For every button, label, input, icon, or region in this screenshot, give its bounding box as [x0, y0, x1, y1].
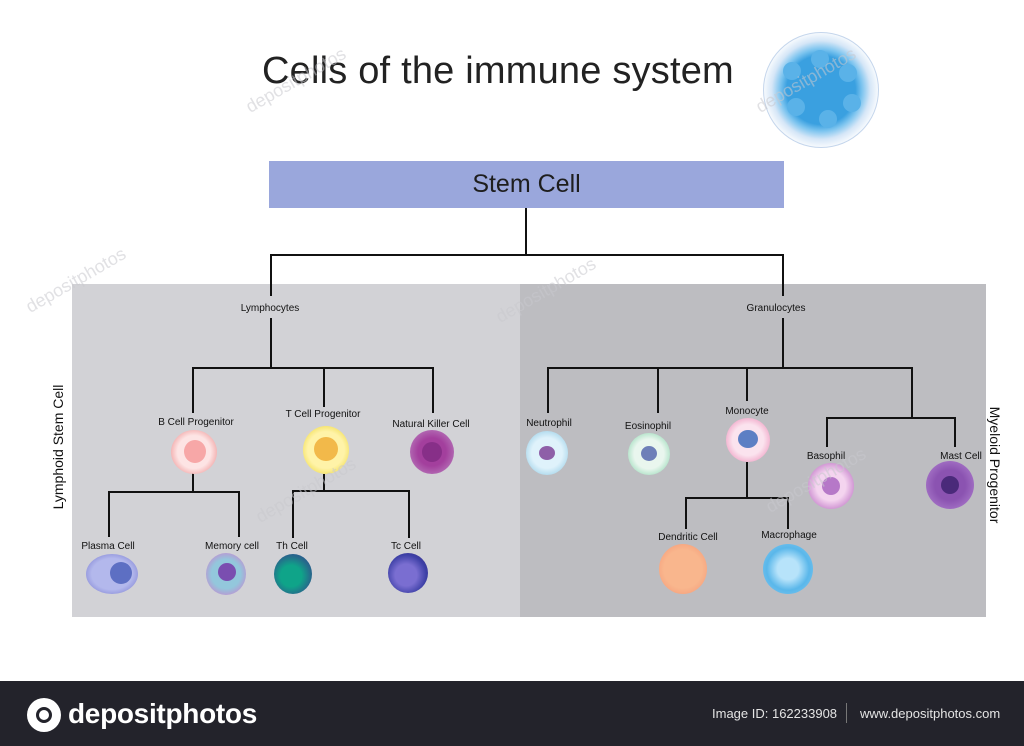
macrophage-label: Macrophage [761, 530, 817, 541]
plasma-cell-nucleus [110, 562, 132, 584]
connector-line [954, 417, 956, 447]
footer-bar [0, 681, 1024, 746]
t-cell-progenitor-nucleus [314, 437, 338, 461]
connector-line [685, 497, 789, 499]
neutrophil-label: Neutrophil [526, 418, 572, 429]
connector-line [826, 417, 956, 419]
natural-killer-cell-label: Natural Killer Cell [392, 419, 470, 430]
connector-line [826, 417, 828, 447]
lymphoid-stem-cell-label: Lymphoid Stem Cell [50, 384, 66, 510]
connector-line [782, 318, 784, 368]
diagram-title: Cells of the immune system [262, 50, 734, 92]
connector-line [192, 367, 194, 413]
connector-line [270, 318, 272, 368]
macrophage-cell [763, 544, 813, 594]
monocyte-label: Monocyte [725, 406, 769, 417]
connector-line [292, 490, 294, 538]
connector-line [270, 254, 784, 256]
connector-line [746, 367, 748, 401]
connector-line [432, 367, 434, 413]
b-cell-progenitor-label: B Cell Progenitor [158, 417, 234, 428]
memory-cell [206, 553, 246, 595]
connector-line [238, 491, 240, 537]
monocyte-nucleus [738, 430, 758, 448]
connector-line [547, 367, 913, 369]
connector-line [911, 367, 913, 418]
neutrophil-cell [526, 431, 568, 475]
mast-cell [926, 461, 974, 509]
natural-killer-nucleus [422, 442, 442, 462]
natural-killer-cell [410, 430, 454, 474]
dendritic-cell-label: Dendritic Cell [658, 532, 718, 543]
eosinophil-label: Eosinophil [624, 421, 672, 432]
camera-icon [27, 698, 61, 732]
stem-cell-box: Stem Cell [269, 161, 784, 208]
diagram-canvas: Cells of the immune system Stem Cell Lym… [22, 32, 1003, 617]
connector-line [192, 367, 434, 369]
t-cell-progenitor-label: T Cell Progenitor [285, 409, 361, 420]
t-cell-progenitor-cell [303, 426, 349, 474]
myeloid-progenitor-label: Myeloid Progenitor [987, 406, 1003, 524]
b-cell-progenitor-nucleus [184, 440, 206, 463]
footer-logo-text: depositphotos [68, 698, 257, 729]
tc-cell [388, 553, 428, 593]
connector-line [408, 490, 410, 538]
connector-line [192, 470, 194, 492]
connector-line [547, 367, 549, 413]
plasma-cell [86, 554, 138, 594]
b-cell-progenitor-cell [171, 430, 217, 474]
image-id: Image ID: 162233908 [712, 706, 838, 721]
connector-line [323, 367, 325, 407]
memory-cell-nucleus [218, 563, 236, 581]
footer-divider [846, 703, 847, 723]
connector-line [525, 208, 527, 255]
connector-line [323, 474, 325, 491]
connector-line [657, 367, 659, 413]
mast-cell-label: Mast Cell [940, 451, 982, 462]
connector-line [270, 254, 272, 296]
basophil-nucleus [822, 477, 840, 495]
basophil-cell [808, 463, 854, 509]
lymphocytes-label: Lymphocytes [240, 303, 300, 314]
eosinophil-nucleus [641, 446, 657, 461]
neutrophil-nucleus [539, 446, 555, 460]
monocyte-cell [726, 418, 770, 462]
connector-line [108, 491, 240, 493]
tc-cell-label: Tc Cell [390, 541, 422, 552]
eosinophil-cell [628, 433, 670, 475]
th-cell-label: Th Cell [276, 541, 308, 552]
th-cell [274, 554, 312, 594]
mast-cell-nucleus [941, 476, 959, 494]
memory-cell-label: Memory cell [205, 541, 259, 552]
granulocytes-label: Granulocytes [746, 303, 806, 314]
connector-line [292, 490, 410, 492]
connector-line [782, 254, 784, 296]
connector-line [787, 497, 789, 529]
connector-line [685, 497, 687, 529]
lymphocyte-illustration [763, 32, 879, 148]
connector-line [108, 491, 110, 537]
plasma-cell-label: Plasma Cell [81, 541, 135, 552]
connector-line [746, 462, 748, 498]
footer-url: www.depositphotos.com [860, 706, 1001, 721]
basophil-label: Basophil [806, 451, 846, 462]
stem-cell-label: Stem Cell [472, 170, 581, 198]
dendritic-cell [659, 544, 707, 594]
